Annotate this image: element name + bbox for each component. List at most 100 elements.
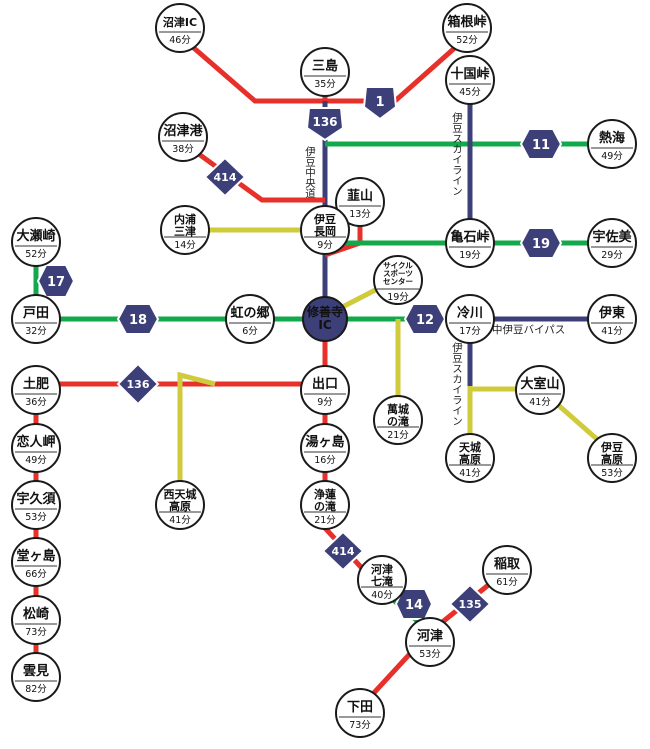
station-name-line: 十国峠 — [450, 66, 489, 82]
station-time: 73分 — [25, 627, 47, 638]
station-marker — [373, 395, 423, 445]
station-time: 40分 — [371, 590, 393, 601]
station-time: 35分 — [314, 79, 336, 90]
route-414-shield-south: 414 — [321, 530, 365, 572]
station-name-line: の滝 — [387, 414, 409, 428]
station-time: 49分 — [25, 455, 47, 466]
station-name-line: 虹の郷 — [230, 305, 269, 321]
route-12-shield: 12 — [403, 303, 447, 335]
station-name-line: 松崎 — [23, 606, 49, 622]
route-135-shield: 135 — [448, 583, 492, 625]
station-marker — [445, 433, 495, 483]
station-marker — [357, 555, 407, 605]
station-name-line: 伊豆 — [600, 440, 623, 454]
label-naka-izu-bypass: 中伊豆バイパス — [492, 323, 565, 336]
station-marker — [587, 433, 637, 483]
station-time: 36分 — [25, 397, 47, 408]
route-136-shield-west: 136 — [116, 362, 160, 406]
station-marker — [300, 365, 350, 415]
station-time: 41分 — [459, 468, 481, 479]
station-marker — [11, 595, 61, 645]
station-time: 53分 — [25, 512, 47, 523]
station-name-line: の滝 — [314, 499, 336, 513]
station-time: 53分 — [601, 468, 623, 479]
svg-text:135: 135 — [459, 598, 482, 611]
station-marker — [442, 3, 492, 53]
station-name-line: 土肥 — [23, 376, 49, 392]
station-marker — [11, 423, 61, 473]
station-time: 9分 — [317, 397, 333, 408]
route-136-shield-north: 136 — [305, 107, 345, 142]
station-marker — [515, 365, 565, 415]
station-marker — [482, 545, 532, 595]
road-nishi-amagi — [177, 371, 216, 490]
station-marker — [11, 217, 61, 267]
station-time: 49分 — [601, 151, 623, 162]
station-name-line: センター — [383, 276, 413, 286]
station-name-line: 三島 — [312, 58, 338, 74]
station-time: 66分 — [25, 569, 47, 580]
station-matsuzaki[interactable]: 松崎 73分 — [11, 595, 61, 645]
station-name-line: 大瀬崎 — [16, 228, 55, 244]
station-marker — [155, 3, 205, 53]
station-kawazu[interactable]: 河津 53分 — [405, 617, 455, 667]
station-name-line: 河津 — [417, 628, 443, 644]
station-time: 53分 — [419, 649, 441, 660]
station-deguchi[interactable]: 出口 9分 — [300, 365, 350, 415]
station-mishima[interactable]: 三島 35分 — [300, 47, 350, 97]
route-1-shield: 1 — [362, 86, 398, 121]
route-shields: 1 136 414 11 19 17 18 12 — [36, 86, 563, 625]
station-marker — [373, 255, 423, 305]
station-name-line: 稲取 — [494, 556, 521, 572]
station-time: 73分 — [349, 720, 371, 731]
station-marker — [225, 294, 275, 344]
station-name-line: 西天城 — [164, 487, 197, 501]
route-11-shield: 11 — [519, 128, 563, 160]
station-time: 38分 — [172, 144, 194, 155]
road-labels: 伊豆中央道 伊豆スカイライン 伊豆スカイライン 中伊豆バイパス — [304, 112, 565, 426]
svg-text:12: 12 — [416, 313, 434, 328]
station-marker — [335, 177, 385, 227]
station-name-line: 伊豆 — [313, 212, 336, 226]
station-name-line: 出口 — [312, 376, 338, 392]
station-marker — [11, 480, 61, 530]
svg-text:11: 11 — [532, 138, 550, 153]
station-time: 13分 — [349, 209, 371, 220]
svg-text:18: 18 — [129, 313, 147, 328]
svg-text:14: 14 — [405, 598, 423, 613]
station-toi[interactable]: 土肥 36分 — [11, 365, 61, 415]
label-izu-skyline-south: 伊豆スカイライン — [451, 342, 463, 426]
